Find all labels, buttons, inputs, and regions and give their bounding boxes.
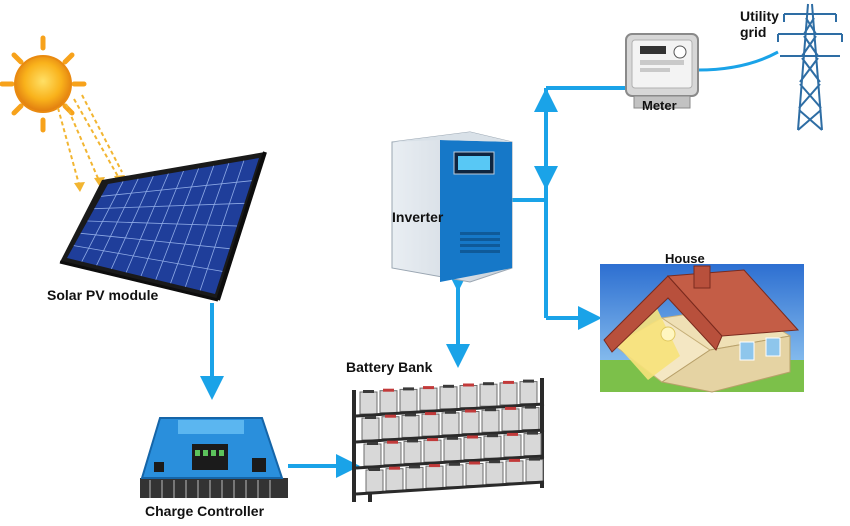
- battery-cell: [421, 413, 440, 437]
- battery-terminal: [389, 466, 400, 470]
- battery-cell: [405, 466, 424, 490]
- battery-terminal: [503, 380, 514, 384]
- battery-shelf: [355, 428, 545, 444]
- flow-arrows: [200, 50, 779, 478]
- battery-terminal: [525, 405, 536, 409]
- battery-cell: [441, 412, 460, 436]
- electric-meter-icon: [625, 33, 699, 109]
- battery-terminal: [465, 409, 476, 413]
- battery-cell: [361, 417, 380, 441]
- battery-shelf: [355, 454, 545, 470]
- battery-terminal: [369, 468, 380, 471]
- battery-terminal: [429, 464, 440, 468]
- battery-terminal: [405, 413, 416, 417]
- battery-cell: [359, 391, 378, 415]
- battery-cell: [383, 442, 402, 466]
- battery-terminal: [505, 406, 516, 410]
- utility-grid-label-line2: grid: [740, 24, 767, 40]
- battery-terminal: [365, 416, 376, 419]
- battery-shelf: [355, 480, 545, 496]
- house-label: House: [665, 251, 705, 266]
- battery-cell: [465, 463, 484, 486]
- battery-cell: [523, 433, 542, 457]
- battery-cell: [439, 386, 458, 410]
- battery-cell: [379, 390, 398, 414]
- battery-cell: [525, 459, 544, 483]
- inverter-icon: [391, 131, 513, 283]
- battery-cell: [505, 460, 524, 484]
- battery-cell: [499, 382, 518, 406]
- battery-terminal: [467, 435, 478, 439]
- battery-terminal: [403, 387, 414, 391]
- solar-pv-module-label: Solar PV module: [47, 287, 159, 303]
- battery-terminal: [443, 384, 454, 388]
- battery-terminal: [383, 388, 394, 392]
- battery-terminal: [485, 408, 496, 412]
- battery-terminal: [527, 431, 538, 435]
- solar-panel-icon: [59, 151, 267, 302]
- battery-terminal: [387, 440, 398, 444]
- transmission-tower-icon: [777, 3, 843, 131]
- battery-terminal: [483, 382, 494, 386]
- battery-cell: [503, 434, 522, 458]
- battery-terminal: [523, 379, 534, 383]
- battery-cell: [381, 416, 400, 440]
- battery-terminal: [425, 412, 436, 416]
- battery-terminal: [469, 461, 480, 465]
- battery-cell: [519, 381, 538, 405]
- battery-cell: [461, 411, 480, 434]
- sun-rays: [57, 94, 123, 189]
- inverter-label: Inverter: [392, 209, 444, 225]
- battery-terminal: [463, 383, 474, 387]
- battery-terminal: [507, 432, 518, 436]
- battery-terminal: [447, 436, 458, 440]
- battery-cell: [485, 461, 504, 485]
- sun-icon: [0, 35, 87, 133]
- battery-terminal: [407, 439, 418, 443]
- battery-cell: [459, 385, 478, 408]
- ray-arrowhead: [94, 177, 105, 187]
- battery-cell: [425, 465, 444, 489]
- battery-cell: [363, 443, 382, 467]
- battery-terminal: [487, 434, 498, 438]
- meter-label: Meter: [642, 98, 677, 113]
- battery-terminal: [363, 390, 374, 393]
- battery-cell: [483, 435, 502, 459]
- battery-cell: [479, 383, 498, 407]
- battery-cell: [443, 438, 462, 462]
- battery-cell: [501, 408, 520, 432]
- battery-cell: [365, 469, 384, 493]
- battery-cell: [419, 387, 438, 411]
- battery-terminal: [509, 458, 520, 462]
- battery-cell: [385, 468, 404, 492]
- house-icon: [600, 264, 804, 393]
- battery-cell: [399, 388, 418, 412]
- battery-cell: [401, 414, 420, 438]
- battery-terminal: [427, 438, 438, 442]
- ray-arrowhead: [74, 182, 85, 192]
- line-meter-to-grid: [697, 50, 779, 72]
- battery-terminal: [445, 410, 456, 414]
- utility-grid-label-line1: Utility: [740, 8, 779, 24]
- battery-cell: [463, 437, 482, 460]
- battery-cell: [481, 409, 500, 433]
- battery-bank-icon: [352, 378, 545, 502]
- battery-terminal: [385, 414, 396, 418]
- battery-terminal: [529, 457, 540, 461]
- battery-cell: [423, 439, 442, 463]
- battery-terminal: [367, 442, 378, 445]
- charge-controller-label: Charge Controller: [145, 503, 265, 519]
- battery-cell: [521, 407, 540, 431]
- battery-terminal: [423, 386, 434, 390]
- battery-cell: [403, 440, 422, 464]
- charge-controller-icon: [140, 417, 288, 498]
- battery-terminal: [449, 462, 460, 466]
- battery-cell: [445, 464, 464, 488]
- battery-bank-label: Battery Bank: [346, 359, 433, 375]
- battery-terminal: [409, 465, 420, 469]
- battery-terminal: [489, 460, 500, 464]
- battery-shelf: [355, 402, 545, 418]
